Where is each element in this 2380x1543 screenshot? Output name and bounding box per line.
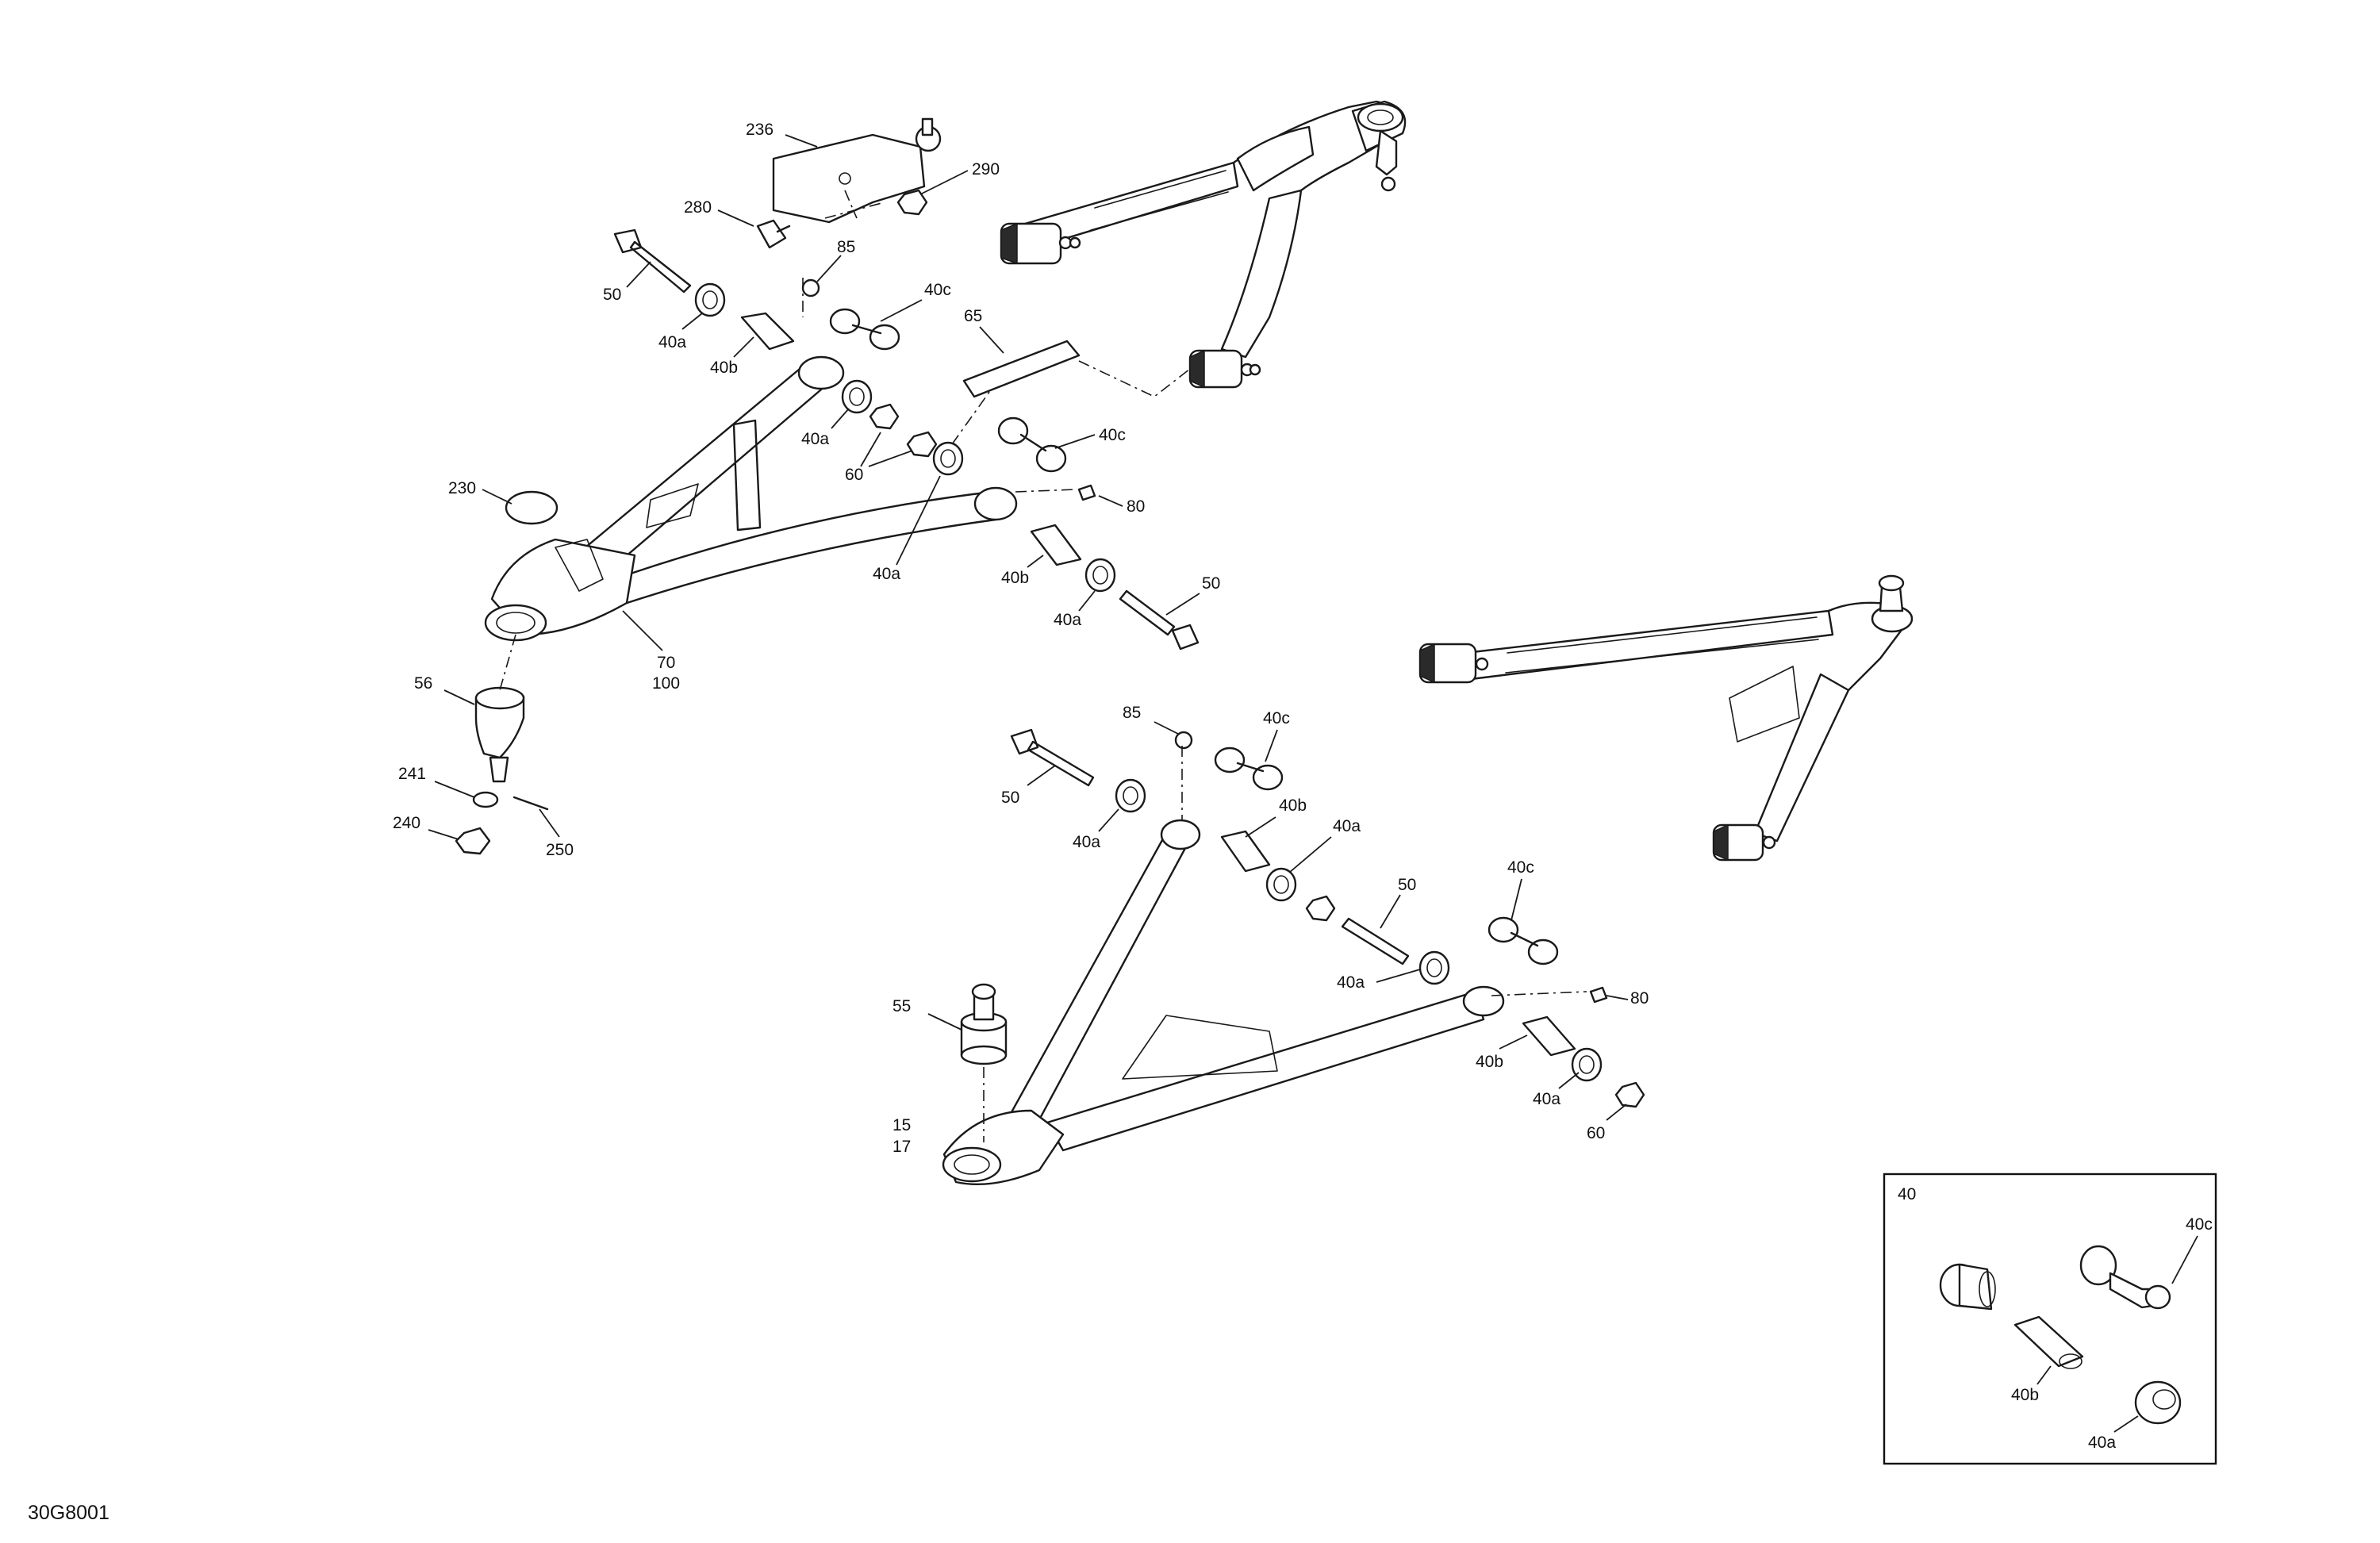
callout-50-lower-2: 50 xyxy=(1398,876,1416,894)
callout-60-lower: 60 xyxy=(1587,1124,1605,1142)
callout-40a-lower-1: 40a xyxy=(1333,817,1361,835)
callout-40c-lower-2: 40c xyxy=(1507,858,1534,877)
callout-80-lower: 80 xyxy=(1630,989,1649,1008)
callout-70: 70 xyxy=(657,654,675,672)
callout-280: 280 xyxy=(684,198,712,217)
callout-40a-2: 40a xyxy=(801,430,829,448)
callout-40b-lower-1: 40b xyxy=(1279,796,1307,815)
callout-85: 85 xyxy=(837,238,855,256)
callout-17: 17 xyxy=(892,1138,911,1156)
callout-60-top: 60 xyxy=(845,466,863,484)
callout-40a-lower-2: 40a xyxy=(1073,833,1100,851)
callout-250: 250 xyxy=(546,841,574,859)
lower-a-arm-exploded xyxy=(942,819,1505,1186)
callout-40a-lower-3: 40a xyxy=(1337,973,1365,992)
loose-components xyxy=(455,117,1645,1108)
callout-290: 290 xyxy=(972,160,1000,178)
callouts-lower: 85 40c 50 40b 40a 40a 50 40c 55 40a 80 4… xyxy=(892,704,1649,1156)
callout-40b-1: 40b xyxy=(710,359,738,377)
callout-40a-lower-4: 40a xyxy=(1533,1090,1560,1108)
callout-40b-lower-2: 40b xyxy=(1476,1053,1503,1071)
upper-right-assembled-arm xyxy=(1000,100,1407,389)
callout-85-lower: 85 xyxy=(1123,704,1141,722)
callout-241: 241 xyxy=(398,765,426,783)
assembly-centerlines xyxy=(499,190,1587,1142)
inset-callout-40c: 40c xyxy=(2186,1215,2213,1234)
callout-236: 236 xyxy=(746,121,774,139)
callout-56: 56 xyxy=(414,674,432,693)
callout-240: 240 xyxy=(393,814,420,832)
inset-frame xyxy=(1883,1173,2217,1465)
callout-230: 230 xyxy=(448,479,476,497)
callout-100: 100 xyxy=(652,674,680,693)
left-a-arm-exploded xyxy=(484,355,1018,642)
inset-callout-40a: 40a xyxy=(2088,1434,2116,1452)
callout-55: 55 xyxy=(892,997,911,1015)
callout-40c-lower-1: 40c xyxy=(1263,709,1290,727)
callout-40a-1: 40a xyxy=(658,333,686,351)
callout-50-lower-1: 50 xyxy=(1001,789,1019,807)
inset-title: 40 xyxy=(1898,1185,1916,1203)
inset-kit-40: 40 40c 40b 40a xyxy=(1883,1173,2217,1465)
callout-40a-4: 40a xyxy=(1054,611,1081,629)
callout-15: 15 xyxy=(892,1116,911,1134)
callout-65: 65 xyxy=(964,307,982,325)
callout-40a-3: 40a xyxy=(873,565,900,583)
callout-50-top: 50 xyxy=(603,286,621,304)
callouts-upper-left: 236 290 280 85 50 40c 40a 40b 65 40c 40a… xyxy=(393,121,1220,859)
callout-40c-top: 40c xyxy=(924,281,951,299)
callout-40c-mid: 40c xyxy=(1099,426,1126,444)
inset-callout-40b: 40b xyxy=(2011,1386,2039,1404)
right-assembled-arm xyxy=(1418,574,1914,862)
callout-80-top: 80 xyxy=(1127,497,1145,516)
callout-40b-2: 40b xyxy=(1001,569,1029,587)
diagram-reference-code: 30G8001 xyxy=(28,1502,109,1524)
callout-50-mid: 50 xyxy=(1202,574,1220,593)
